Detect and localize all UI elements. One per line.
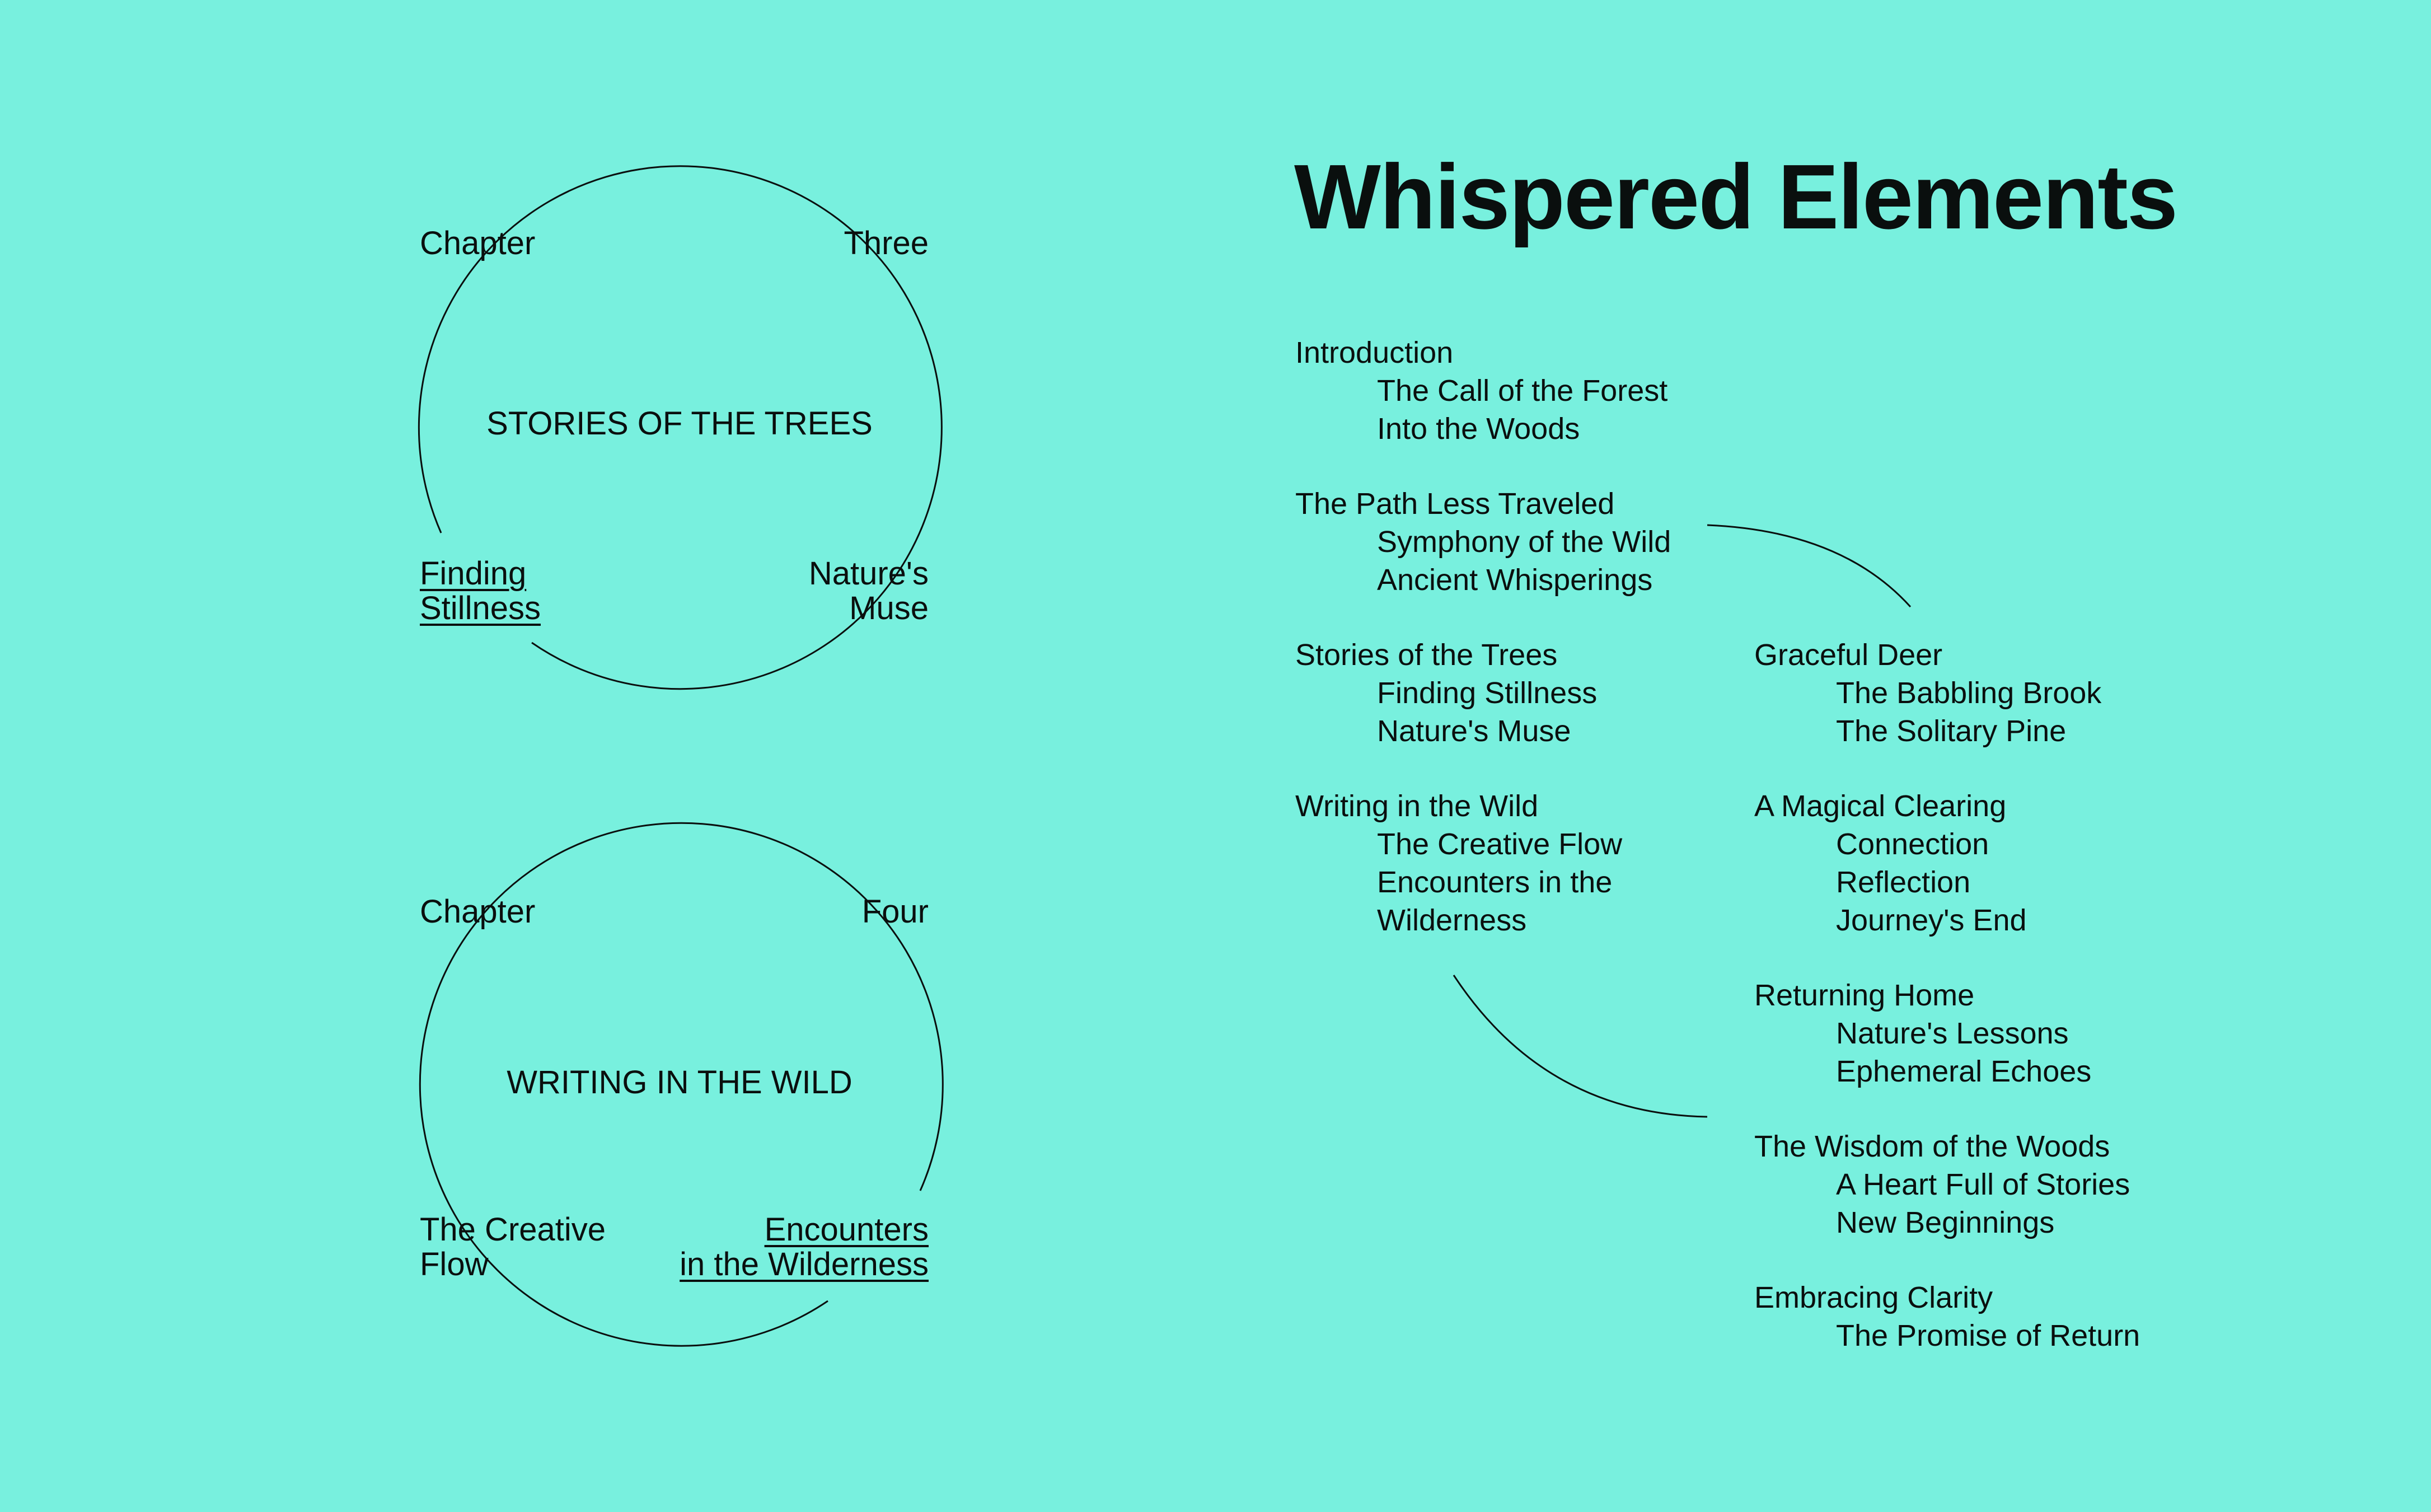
toc-item[interactable]: The Promise of Return — [1836, 1319, 2140, 1352]
wheel-one-center-title: STORIES OF THE TREES — [486, 405, 873, 442]
toc-group-path-less-traveled: The Path Less Traveled Symphony of the W… — [1295, 485, 1671, 599]
wheel-one-top-left: Chapter — [420, 225, 536, 261]
wheel-two-bottom-right-link[interactable]: Encounters in the Wilderness — [680, 1213, 929, 1282]
toc-heading[interactable]: Returning Home — [1754, 979, 1975, 1012]
toc-left-column: Introduction The Call of the Forest Into… — [1295, 334, 1671, 939]
toc-heading[interactable]: The Path Less Traveled — [1295, 487, 1615, 521]
toc-arc-lower — [1453, 975, 1708, 1118]
toc-group-introduction: Introduction The Call of the Forest Into… — [1295, 334, 1671, 448]
toc-group-graceful-deer: Graceful Deer The Babbling Brook The Sol… — [1754, 636, 2140, 750]
toc-item[interactable]: Finding Stillness — [1377, 676, 1598, 710]
toc-heading[interactable]: Stories of the Trees — [1295, 638, 1558, 672]
wheel-two-bottom-left-line1: The Creative — [420, 1211, 606, 1248]
wheel-one-bottom-right-line1: Nature's — [808, 555, 929, 592]
wheel-two-bottom-right-line1[interactable]: Encounters — [764, 1211, 929, 1248]
toc-item[interactable]: The Creative Flow — [1377, 827, 1623, 861]
toc-item[interactable]: Ephemeral Echoes — [1836, 1055, 2092, 1088]
toc-group-embracing-clarity: Embracing Clarity The Promise of Return — [1754, 1279, 2140, 1355]
toc-heading[interactable]: The Wisdom of the Woods — [1754, 1130, 2110, 1163]
toc-heading[interactable]: Embracing Clarity — [1754, 1281, 1993, 1314]
toc-item[interactable]: Nature's Muse — [1377, 714, 1571, 748]
toc-item[interactable]: The Babbling Brook — [1836, 676, 2102, 710]
toc-item[interactable]: Nature's Lessons — [1836, 1017, 2069, 1050]
toc-item[interactable]: The Solitary Pine — [1836, 714, 2067, 748]
wheel-two-top-left: Chapter — [420, 893, 536, 930]
toc-heading[interactable]: Writing in the Wild — [1295, 789, 1539, 823]
toc-item[interactable]: Reflection — [1836, 865, 1971, 899]
toc-item[interactable]: Into the Woods — [1377, 412, 1580, 446]
toc-item[interactable]: Encounters in the — [1377, 865, 1613, 899]
toc-heading[interactable]: Graceful Deer — [1754, 638, 1943, 672]
toc-item[interactable]: New Beginnings — [1836, 1206, 2055, 1239]
toc-item[interactable]: Wilderness — [1377, 904, 1527, 937]
wheel-one-bottom-right-line2: Muse — [849, 590, 929, 626]
toc-item[interactable]: Symphony of the Wild — [1377, 525, 1671, 559]
toc-group-writing-in-the-wild: Writing in the Wild The Creative Flow En… — [1295, 787, 1671, 939]
wheel-two-bottom-left-line2: Flow — [420, 1246, 489, 1282]
toc-right-column: Graceful Deer The Babbling Brook The Sol… — [1754, 636, 2140, 1355]
toc-group-magical-clearing: A Magical Clearing Connection Reflection… — [1754, 787, 2140, 939]
toc-item[interactable]: The Call of the Forest — [1377, 374, 1668, 408]
toc-arc-upper — [1707, 524, 1912, 608]
toc-group-returning-home: Returning Home Nature's Lessons Ephemera… — [1754, 976, 2140, 1090]
toc-group-wisdom-of-the-woods: The Wisdom of the Woods A Heart Full of … — [1754, 1127, 2140, 1242]
wheel-two-bottom-left: The Creative Flow — [420, 1213, 606, 1282]
toc-heading[interactable]: Introduction — [1295, 336, 1454, 369]
wheel-one-bottom-right: Nature's Muse — [809, 556, 929, 626]
wheel-two-top-right: Four — [861, 893, 929, 930]
toc-item[interactable]: Connection — [1836, 827, 1989, 861]
wheel-one-top-right: Three — [844, 225, 929, 261]
toc-item[interactable]: Journey's End — [1836, 904, 2027, 937]
toc-heading[interactable]: A Magical Clearing — [1754, 789, 2007, 823]
page-title: Whispered Elements — [1294, 146, 2178, 248]
wheel-one-arc — [418, 165, 943, 690]
toc-group-stories-of-the-trees: Stories of the Trees Finding Stillness N… — [1295, 636, 1671, 750]
wheel-one-bottom-left-line1[interactable]: Finding — [420, 555, 527, 592]
wheel-two-center-title: WRITING IN THE WILD — [507, 1064, 853, 1101]
wheel-two-bottom-right-line2[interactable]: in the Wilderness — [680, 1246, 929, 1282]
wheel-one-bottom-left-line2[interactable]: Stillness — [420, 590, 541, 626]
toc-item[interactable]: A Heart Full of Stories — [1836, 1168, 2130, 1201]
wheel-two-arc — [419, 822, 944, 1347]
wheel-one-bottom-left-link[interactable]: Finding Stillness — [420, 556, 541, 626]
toc-item[interactable]: Ancient Whisperings — [1377, 563, 1653, 597]
